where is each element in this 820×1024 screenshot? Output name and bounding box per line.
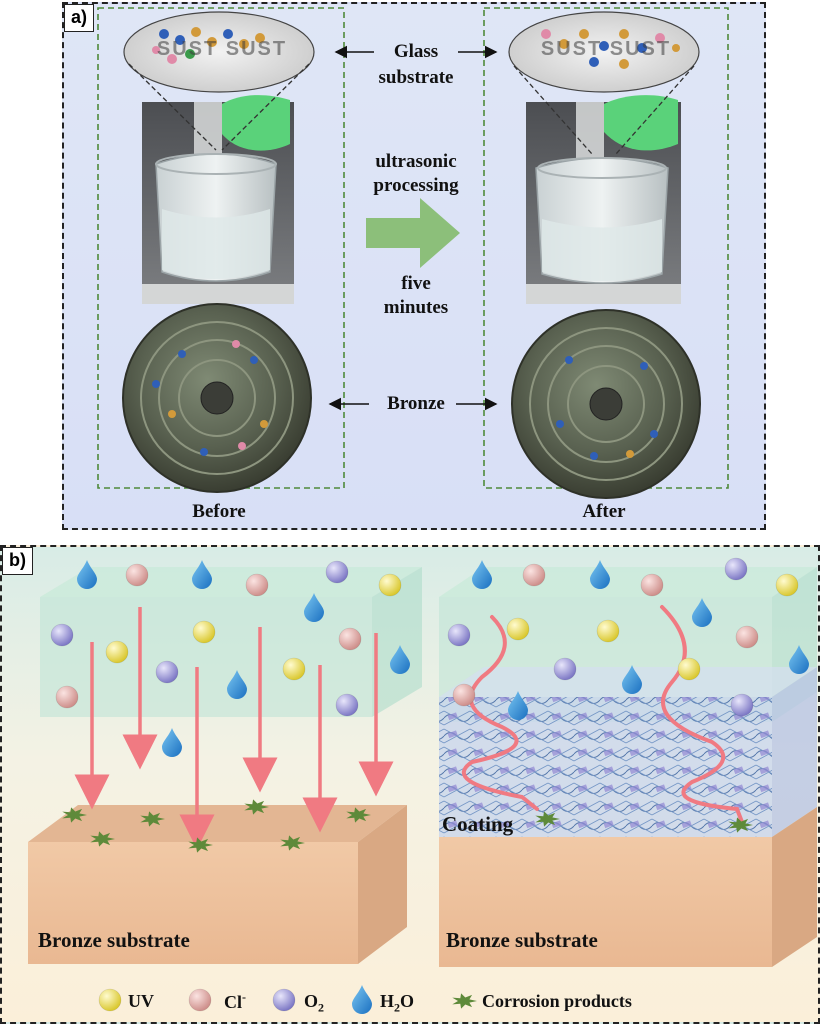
legend-uv-icon bbox=[98, 988, 122, 1012]
cl-ball bbox=[245, 573, 269, 597]
left-bronze-top bbox=[28, 805, 407, 842]
right-substrate-label: Bronze substrate bbox=[446, 928, 598, 952]
legend-corrosion: Corrosion products bbox=[482, 991, 632, 1011]
legend-h2o: H2O bbox=[380, 991, 415, 1015]
cl-ball bbox=[55, 685, 79, 709]
corrosion-star bbox=[280, 835, 305, 851]
particles bbox=[50, 557, 809, 757]
h2o-drop bbox=[304, 593, 324, 622]
time-label-1: five bbox=[401, 273, 431, 294]
h2o-drop bbox=[390, 645, 410, 674]
o2-ball bbox=[730, 693, 754, 717]
uv-ball bbox=[677, 657, 701, 681]
cl-ball bbox=[735, 625, 759, 649]
panel-a: a) bbox=[62, 2, 766, 530]
h2o-drop bbox=[162, 728, 182, 757]
after-glass-lens bbox=[508, 11, 700, 155]
glass-label-2: substrate bbox=[378, 67, 454, 88]
uv-ball bbox=[775, 573, 799, 597]
o2-ball bbox=[553, 657, 577, 681]
legend-uv: UV bbox=[128, 991, 154, 1011]
before-label: Before bbox=[192, 501, 246, 522]
right-medium-top bbox=[439, 567, 817, 597]
before-beaker-photo bbox=[142, 95, 294, 304]
left-medium-top bbox=[40, 567, 422, 597]
left-substrate-label: Bronze substrate bbox=[38, 928, 190, 952]
h2o-drop bbox=[622, 665, 642, 694]
bronze-label: Bronze bbox=[387, 393, 445, 414]
panel-b: b) bbox=[0, 545, 820, 1024]
after-label: After bbox=[582, 501, 626, 522]
corrosion-star bbox=[244, 799, 269, 815]
before-bronze-mirror bbox=[122, 303, 312, 493]
o2-ball bbox=[447, 623, 471, 647]
coating-label: Coating bbox=[442, 812, 514, 836]
corrosion-star bbox=[90, 831, 115, 847]
o2-ball bbox=[50, 623, 74, 647]
corrosion-star bbox=[728, 817, 753, 833]
uv-ball bbox=[105, 640, 129, 664]
cl-ball bbox=[452, 683, 476, 707]
h2o-drop bbox=[77, 560, 97, 589]
process-label-1: ultrasonic bbox=[375, 151, 457, 172]
corrosion-star bbox=[188, 837, 213, 853]
right-bronze-side bbox=[772, 807, 817, 967]
cl-ball bbox=[338, 627, 362, 651]
left-bronze-front bbox=[28, 842, 358, 964]
before-frame bbox=[97, 7, 345, 489]
h2o-drop bbox=[692, 598, 712, 627]
h2o-drop bbox=[789, 645, 809, 674]
uv-ball bbox=[596, 619, 620, 643]
corrosion-star bbox=[535, 811, 560, 827]
o2-ball bbox=[155, 660, 179, 684]
h2o-drop bbox=[192, 560, 212, 589]
zigzag-left bbox=[461, 615, 539, 811]
before-glass-text: SUST SUST bbox=[156, 38, 288, 60]
o2-ball bbox=[325, 560, 349, 584]
panel-a-tag: a) bbox=[64, 4, 95, 32]
corrosion-star bbox=[62, 807, 87, 823]
h2o-drop bbox=[227, 670, 247, 699]
h2o-drop bbox=[472, 560, 492, 589]
h2o-drop bbox=[590, 560, 610, 589]
legend-icons bbox=[98, 985, 477, 1014]
h2o-drop bbox=[508, 691, 528, 720]
legend-cl-icon bbox=[188, 988, 212, 1012]
before-glass-lens bbox=[123, 11, 315, 151]
process-arrow bbox=[366, 198, 460, 268]
uv-ball bbox=[282, 657, 306, 681]
cl-ball bbox=[522, 563, 546, 587]
pink-arrows bbox=[74, 607, 394, 850]
after-glass-text: SUST SUST bbox=[540, 38, 672, 60]
panel-b-tag: b) bbox=[2, 547, 33, 575]
panel-b-graphics bbox=[28, 557, 817, 1014]
right-bronze-front bbox=[439, 837, 772, 967]
legend-h2o-icon bbox=[352, 985, 372, 1014]
o2-ball bbox=[335, 693, 359, 717]
process-label-2: processing bbox=[373, 175, 459, 196]
legend-cl: Cl- bbox=[224, 990, 246, 1012]
cl-ball bbox=[640, 573, 664, 597]
left-medium-side bbox=[372, 567, 422, 717]
glass-label-1: Glass bbox=[393, 41, 439, 62]
legend-o2-icon bbox=[272, 988, 296, 1012]
legend-corrosion-icon bbox=[452, 993, 477, 1009]
panel-a-graphics bbox=[97, 7, 729, 499]
left-bronze-side bbox=[358, 805, 407, 964]
corrosion-star bbox=[346, 807, 371, 823]
cl-ball bbox=[125, 563, 149, 587]
legend-o2: O2 bbox=[304, 991, 325, 1015]
after-beaker-photo bbox=[526, 95, 681, 304]
o2-ball bbox=[724, 557, 748, 581]
uv-ball bbox=[506, 617, 530, 641]
uv-ball bbox=[192, 620, 216, 644]
uv-ball bbox=[378, 573, 402, 597]
time-label-2: minutes bbox=[383, 297, 449, 318]
after-bronze-mirror bbox=[511, 309, 701, 499]
corrosion-star bbox=[140, 811, 165, 827]
corrosion-products bbox=[62, 799, 753, 853]
coating-side bbox=[772, 667, 817, 837]
